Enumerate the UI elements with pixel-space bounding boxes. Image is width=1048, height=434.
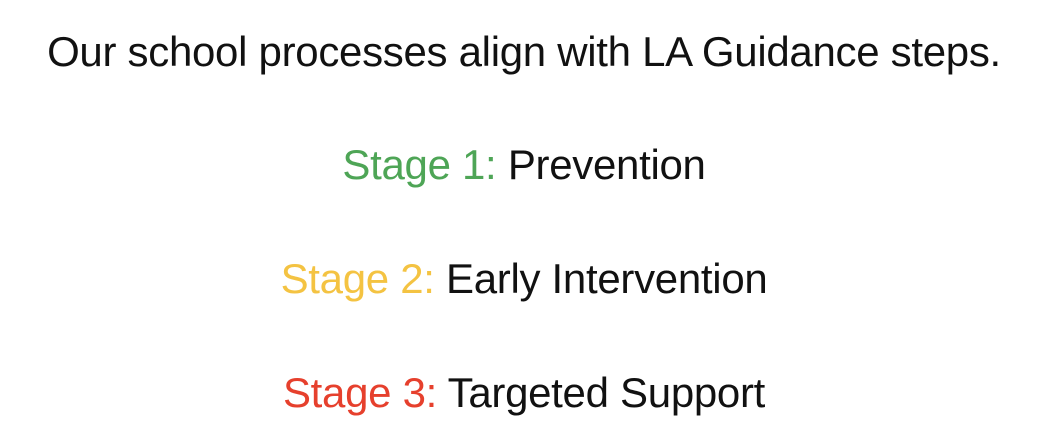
stage-3-text: Targeted Support xyxy=(447,369,766,416)
stage-2-text: Early Intervention xyxy=(446,255,768,302)
stage-line-3: Stage 3: Targeted Support xyxy=(0,367,1048,419)
stage-3-label: Stage 3: xyxy=(282,369,437,416)
stage-1-label: Stage 1: xyxy=(342,141,497,188)
stage-1-text: Prevention xyxy=(507,141,706,188)
slide-title: Our school processes align with LA Guida… xyxy=(47,28,1001,75)
stage-line-1: Stage 1: Prevention xyxy=(0,139,1048,191)
stage-2-label: Stage 2: xyxy=(280,255,435,302)
stage-line-2: Stage 2: Early Intervention xyxy=(0,253,1048,305)
